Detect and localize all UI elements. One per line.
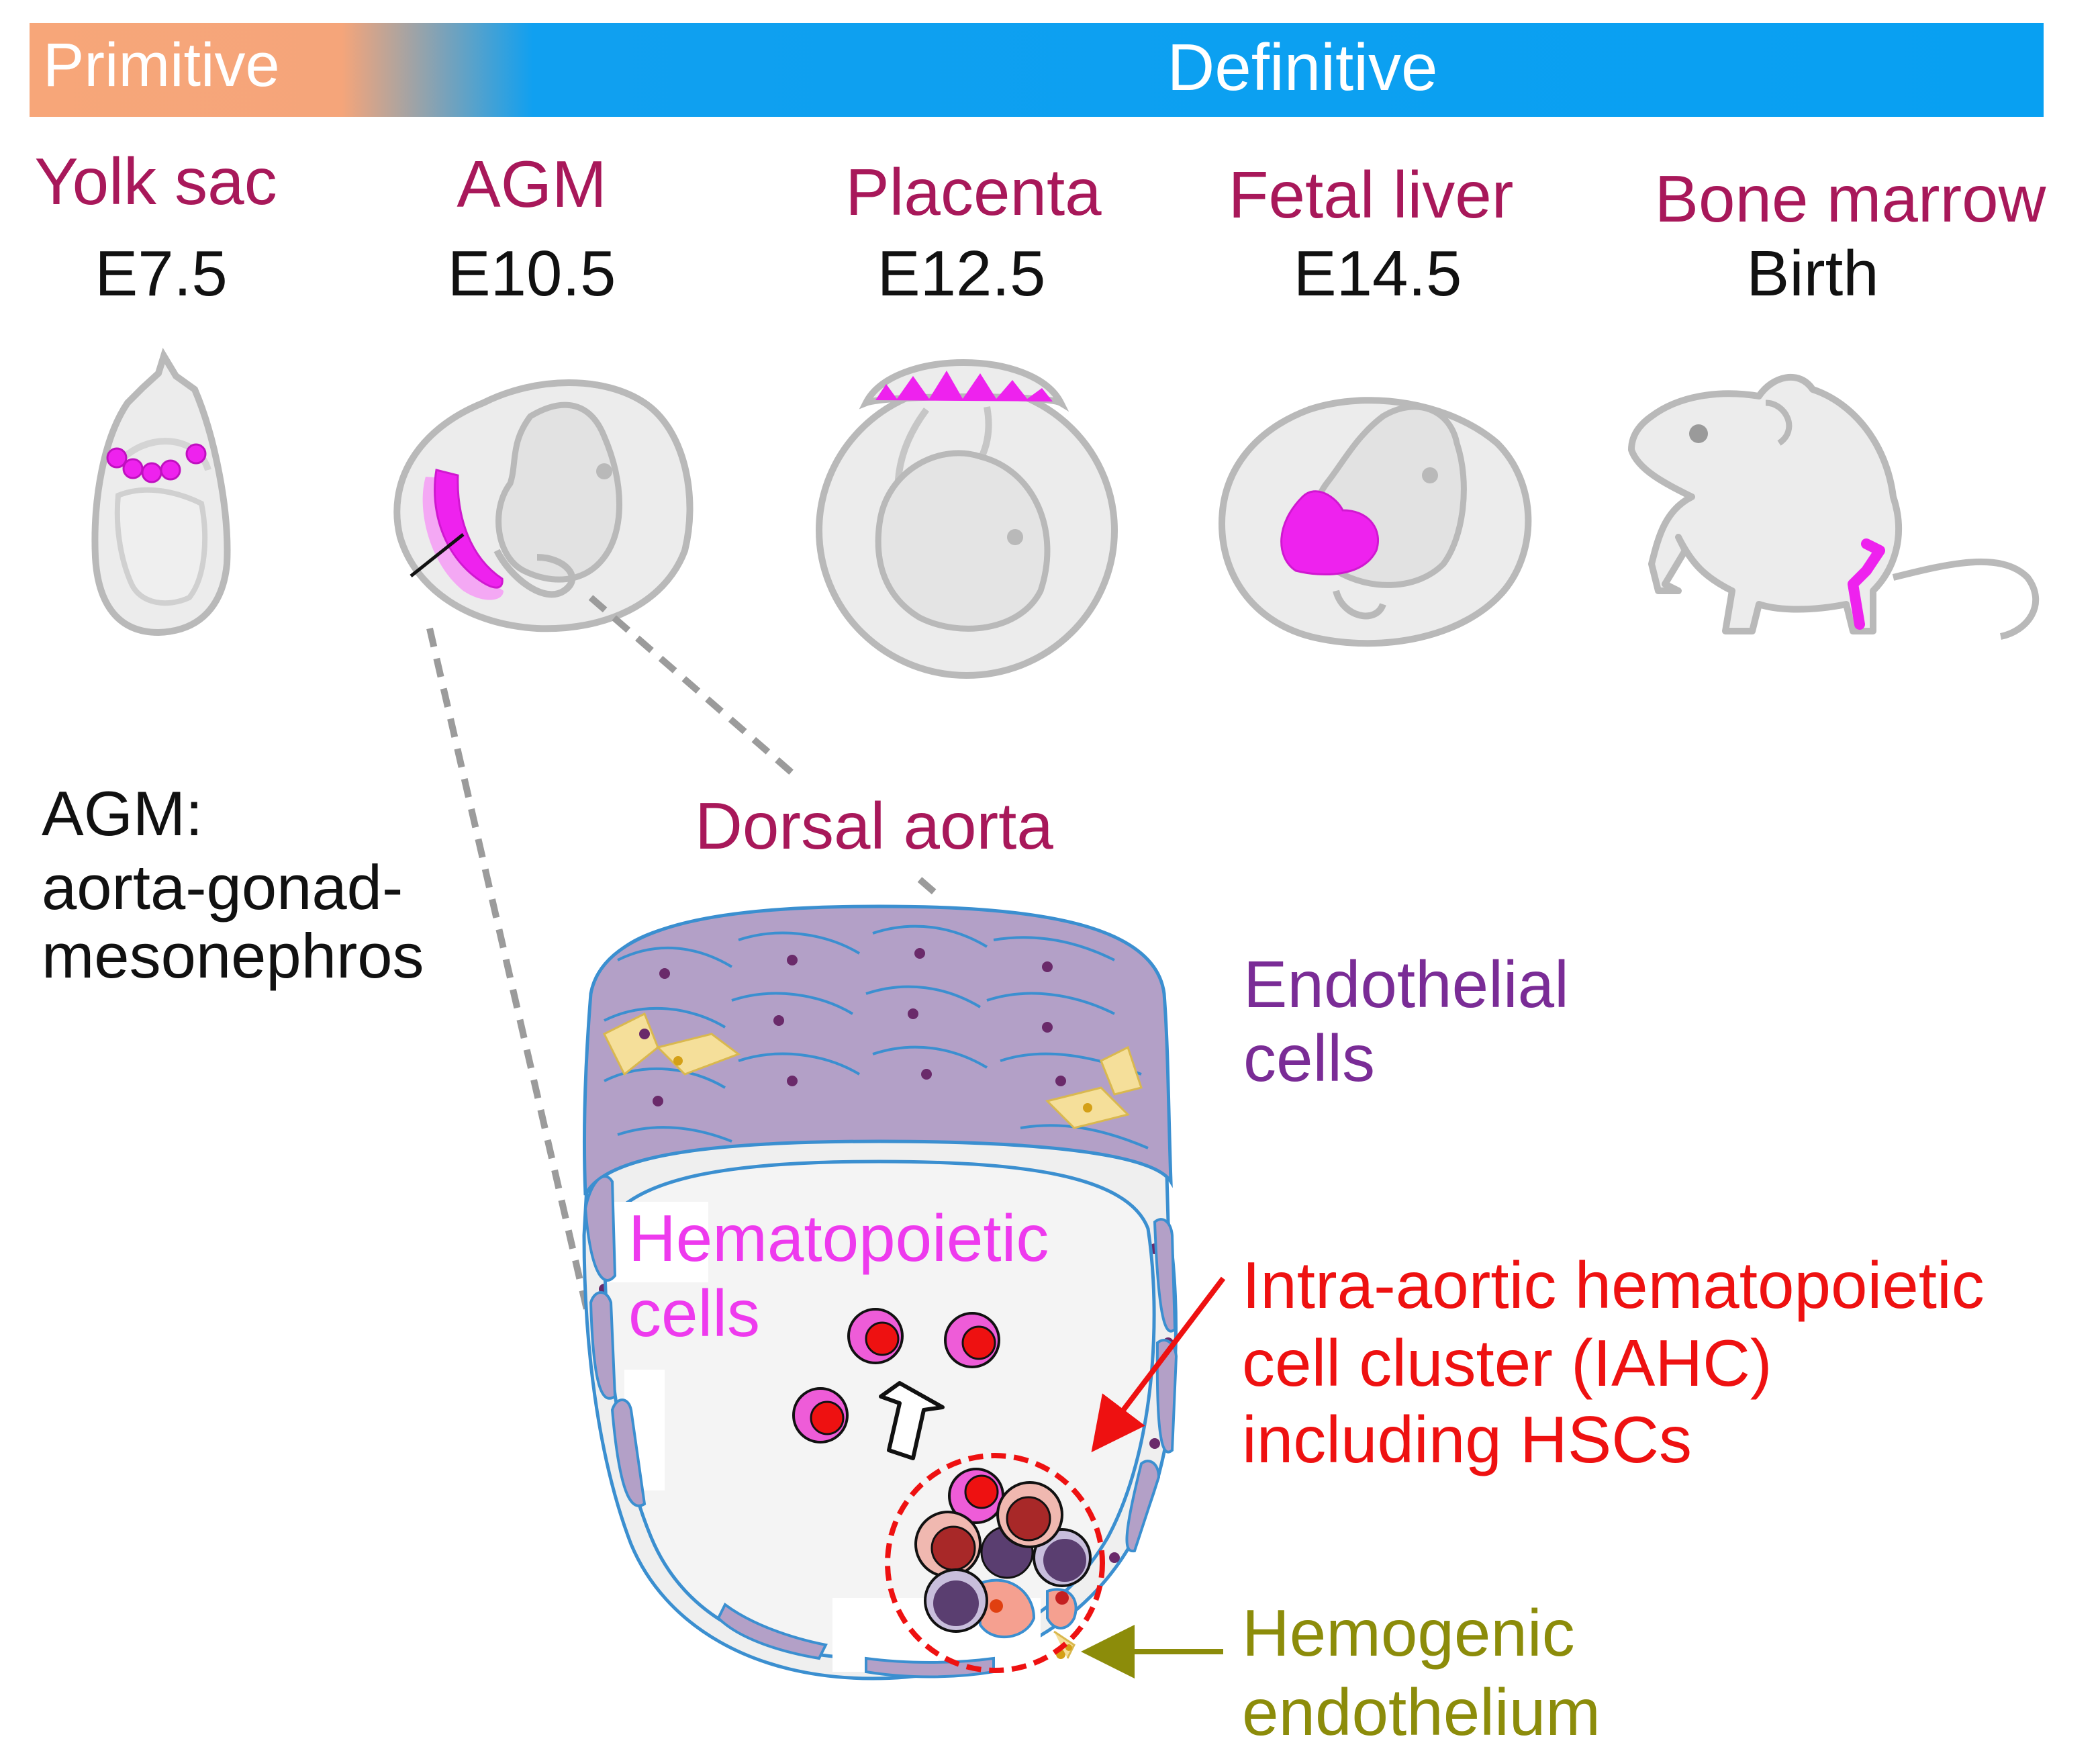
fetal-liver-embryo-icon [1218, 397, 1532, 647]
timeline-banner: Primitive Definitive [30, 23, 2044, 117]
endothelial-line1: Endothelial [1243, 947, 1569, 1021]
endothelial-label: Endothelial cells [1243, 947, 1569, 1095]
endothelial-line2: cells [1243, 1021, 1375, 1095]
stage-time-bone-marrow: Birth [1746, 238, 1878, 310]
zoom-lines [426, 595, 943, 1358]
iahc-line1: Intra-aortic hematopoietic [1242, 1248, 1985, 1322]
hemogenic-line2: endothelium [1242, 1675, 1601, 1749]
definitive-label: Definitive [1167, 30, 1437, 104]
dorsal-aorta-label: Dorsal aorta [695, 789, 1053, 863]
stage-labels: Yolk sac E7.5 AGM E10.5 Placenta E12.5 F… [34, 144, 2046, 310]
hematopoietic-cells [792, 1308, 1000, 1444]
iahc-pointer-arrow [1091, 1276, 1226, 1453]
agm-embryo-icon [393, 379, 694, 632]
stage-time-yolk-sac: E7.5 [95, 238, 227, 310]
stage-time-agm: E10.5 [448, 238, 616, 310]
iahc-cluster [885, 1453, 1105, 1673]
stage-time-fetal-liver: E14.5 [1294, 238, 1462, 310]
stage-time-placenta: E12.5 [877, 238, 1046, 310]
yolk-sac-embryo-icon [91, 347, 231, 636]
stage-site-placenta: Placenta [845, 155, 1102, 229]
iahc-line2: cell cluster (IAHC) [1242, 1326, 1772, 1400]
stage-site-bone-marrow: Bone marrow [1655, 162, 2047, 236]
agm-definition-line3: mesonephros [42, 920, 424, 991]
iahc-line3: including HSCs [1242, 1403, 1692, 1476]
hematopoietic-line1: Hematopoietic [628, 1201, 1049, 1275]
emergence-arrow-icon [879, 1381, 945, 1460]
hemogenic-label: Hemogenic endothelium [1242, 1596, 1601, 1749]
mouse-icon [1628, 374, 2040, 640]
agm-definition: AGM: aorta-gonad- mesonephros [42, 778, 424, 991]
hematopoietic-label: Hematopoietic cells [628, 1201, 1049, 1350]
stage-site-agm: AGM [457, 147, 606, 221]
primitive-label: Primitive [43, 31, 280, 99]
banner-bar [30, 23, 2044, 117]
agm-definition-line1: AGM: [42, 778, 203, 849]
placenta-embryo-icon [816, 359, 1118, 679]
stage-site-yolk-sac: Yolk sac [34, 144, 277, 218]
iahc-label: Intra-aortic hematopoietic cell cluster … [1242, 1248, 1985, 1476]
hemogenic-line1: Hemogenic [1242, 1596, 1575, 1670]
agm-definition-line2: aorta-gonad- [42, 852, 403, 922]
hematopoietic-line2: cells [628, 1276, 760, 1350]
stage-site-fetal-liver: Fetal liver [1229, 158, 1514, 232]
